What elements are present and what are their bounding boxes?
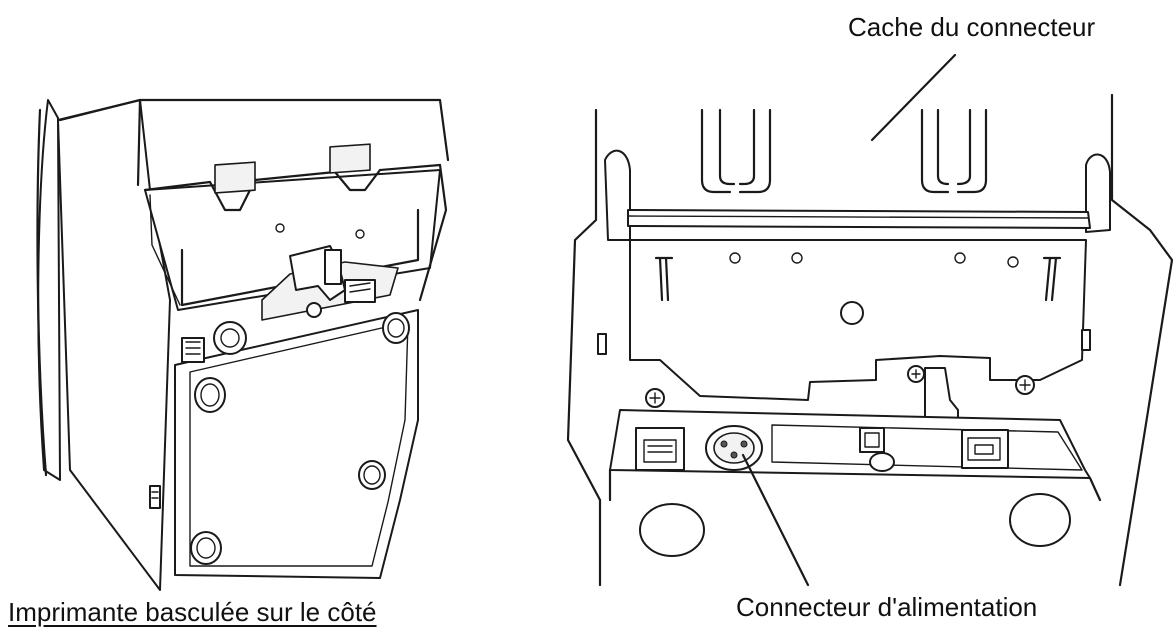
connector-cover-label: Cache du connecteur bbox=[848, 12, 1096, 42]
rubber-foot bbox=[358, 460, 386, 490]
rubber-foot bbox=[382, 312, 410, 344]
switch-connector bbox=[859, 427, 885, 453]
printer-tilted-caption: Imprimante basculée sur le côté bbox=[8, 597, 377, 627]
hinge-pillar-left bbox=[604, 149, 631, 241]
rubber-foot bbox=[194, 377, 226, 413]
hinge-pillar-right bbox=[1085, 153, 1111, 233]
tilted-printer-illustration bbox=[36, 98, 450, 591]
modular-jack bbox=[635, 427, 685, 471]
cover-clip-right bbox=[920, 108, 988, 194]
printer-front-face bbox=[57, 99, 171, 591]
rubber-foot bbox=[1009, 493, 1071, 547]
modular-jack bbox=[181, 337, 205, 363]
leader-power-connector bbox=[741, 453, 810, 587]
rubber-foot bbox=[190, 531, 222, 565]
leader-connector-cover bbox=[870, 53, 957, 142]
power-socket bbox=[213, 321, 247, 355]
connector-closeup-illustration bbox=[566, 93, 1174, 587]
connector-cover bbox=[627, 209, 1091, 229]
rubber-foot bbox=[639, 503, 705, 557]
power-connector-label: Connecteur d'alimentation bbox=[736, 592, 1038, 622]
printer-bottom-panel bbox=[174, 309, 419, 579]
interface-socket bbox=[961, 429, 1009, 469]
cover-clip-left bbox=[700, 108, 772, 194]
